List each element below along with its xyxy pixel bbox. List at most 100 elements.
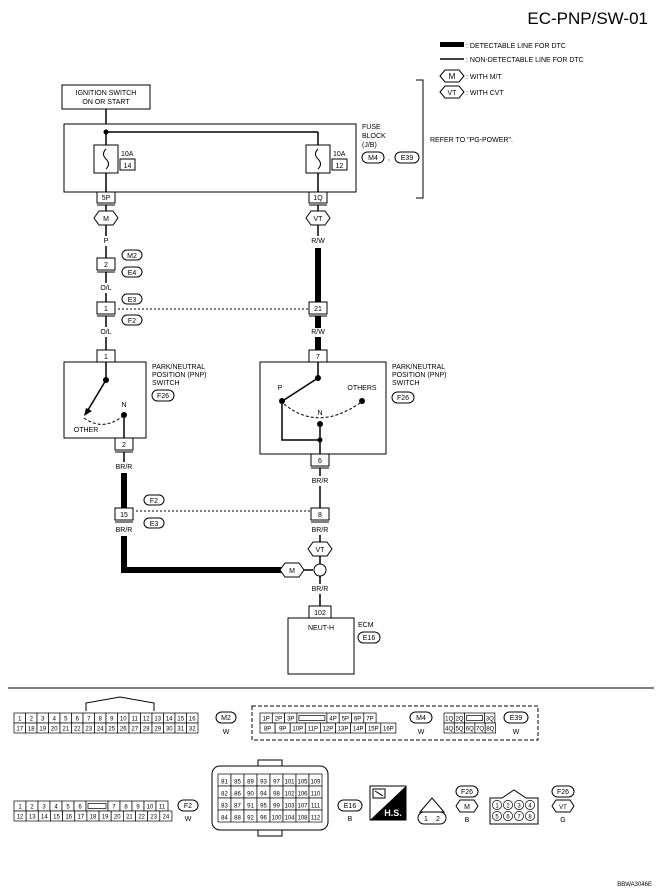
m2-pin — [186, 722, 199, 734]
ignition-switch-box — [61, 84, 151, 110]
e16-pin-label: 95 — [260, 803, 267, 809]
e16-pin-label: 105 — [297, 779, 308, 785]
wire-ol-label: O/L — [100, 285, 111, 292]
f26vt-pin — [514, 811, 524, 821]
f2-pin-label: 17 — [77, 814, 84, 820]
e16-pin-label: 82 — [221, 791, 228, 797]
e16-pin-label: 98 — [273, 791, 280, 797]
connector-e16-latch-top — [257, 759, 283, 767]
conn-e16-color: B — [348, 816, 353, 823]
m2-pin-label: 4 — [53, 716, 57, 722]
conn-m4-id-tag — [409, 711, 433, 724]
e39-pin-blank — [464, 712, 485, 724]
f2-pin-label: 16 — [65, 814, 72, 820]
page-title: EC-PNP/SW-01 — [527, 9, 648, 28]
wire-lower-left-detectable — [121, 536, 300, 573]
m2-pin-label: 29 — [154, 726, 161, 732]
fuse-right-number: 12 — [336, 163, 344, 170]
joint-21-pin-box — [308, 301, 328, 315]
m4-pin-label: 2P — [275, 716, 282, 722]
cvt-symbol-text: VT — [448, 90, 458, 97]
wire-p-label: P — [104, 238, 109, 245]
ecm-label: ECM — [358, 622, 374, 629]
m4-pin-key — [298, 715, 326, 721]
m2-pin-label: 1 — [18, 716, 22, 722]
pin-5p-box — [96, 191, 116, 204]
tag-e3-lower-text: E3 — [150, 521, 159, 528]
fuse-right-element — [315, 148, 321, 170]
e39-pin-label: 6Q — [466, 726, 474, 732]
e16-pin-label: 107 — [297, 803, 308, 809]
joint-m2-pin-box — [96, 257, 116, 271]
junction-circle — [313, 563, 327, 577]
hs-icon-fill — [370, 786, 406, 820]
m2-pin-label: 17 — [16, 726, 23, 732]
wire-right-detectable-c — [315, 337, 321, 350]
pnp-right-line3: SWITCH — [392, 380, 420, 387]
legend-cvt: : WITH CVT — [466, 90, 504, 97]
joint-21-pin: 21 — [314, 306, 322, 313]
conn-f26m-id-tag — [455, 785, 479, 798]
m2-pin-label: 21 — [62, 726, 69, 732]
conn-f2-color: W — [185, 816, 192, 823]
m2-pin-label: 30 — [166, 726, 173, 732]
e16-pin-label: 81 — [221, 779, 228, 785]
f2-pin-label: 3 — [42, 804, 46, 810]
tag-e4-text: E4 — [128, 270, 137, 277]
wire-ol2-label: O/L — [100, 329, 111, 336]
f2-pin-label: 14 — [41, 814, 48, 820]
m2-pin-label: 20 — [51, 726, 58, 732]
ecm-box — [287, 617, 355, 675]
tag-e3-text: E3 — [128, 297, 137, 304]
hs-label: H.S. — [384, 808, 402, 818]
f2-pin-label: 12 — [17, 814, 24, 820]
e16-pin-label: 92 — [247, 815, 254, 821]
pin-5p: 5P — [102, 195, 111, 202]
conn-f26m-sym-shape — [455, 799, 479, 813]
e16-pin-label: 89 — [247, 779, 254, 785]
f2-pin-label: 24 — [163, 814, 170, 820]
fuse-block-connector-group — [251, 705, 539, 741]
m4-pin-label: 14P — [353, 726, 364, 732]
tag-e3 — [121, 293, 143, 305]
m2-pin-label: 27 — [131, 726, 138, 732]
e16-pin-label: 97 — [273, 779, 280, 785]
mt-lower-text: M — [289, 568, 295, 575]
m4-pin-label: 11P — [308, 726, 318, 732]
tag-f2-upper-text: F2 — [128, 318, 136, 325]
f2-pin-label: 11 — [159, 804, 166, 810]
pnp-right-others-contact — [359, 398, 365, 404]
conn-m2-id: M2 — [221, 715, 231, 722]
m2-pin-label: 6 — [76, 716, 80, 722]
m2-pin-label: 25 — [108, 726, 115, 732]
f26vt-pin — [503, 800, 513, 810]
m2-pin-label: 15 — [177, 716, 184, 722]
m2-pin-label: 10 — [120, 716, 127, 722]
pnp-left-line2: POSITION (PNP) — [152, 372, 206, 379]
f26vt-pin-label: 7 — [517, 814, 521, 820]
m4-pin-label: 1P — [262, 716, 269, 722]
tag-m2-text: M2 — [127, 253, 137, 260]
f2-pin — [159, 810, 173, 822]
m4-pin-label: 3P — [287, 716, 294, 722]
pnp-right-pin-in: 7 — [316, 354, 320, 361]
conn-m4-tag — [361, 151, 385, 164]
joint-e3-pin: 1 — [104, 306, 108, 313]
cvt-symbol — [439, 85, 465, 99]
legend: : DETECTABLE LINE FOR DTC : NON-DETECTAB… — [439, 42, 584, 99]
m2-pin-label: 14 — [166, 716, 173, 722]
pin-1q: 1Q — [313, 195, 323, 202]
m4-pin-label: 12P — [323, 726, 334, 732]
m4-pin-label: 10P — [292, 726, 303, 732]
e39-pin-label: 3Q — [486, 716, 494, 722]
joint-15-pin-box — [114, 507, 134, 521]
m2-pin-label: 31 — [177, 726, 184, 732]
joint-8-pin-box — [310, 507, 330, 521]
legend-mt: : WITH M/T — [466, 74, 502, 81]
e39-pin-label: 4Q — [445, 726, 453, 732]
pnp-left-wire-out-label: BR/R — [116, 464, 133, 471]
